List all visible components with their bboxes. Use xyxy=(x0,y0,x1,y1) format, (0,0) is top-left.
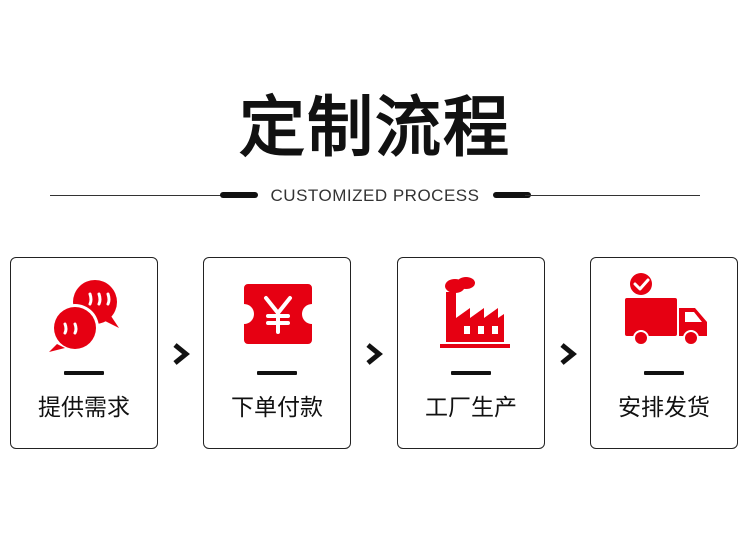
page-subtitle: CUSTOMIZED PROCESS xyxy=(270,186,480,205)
step-card-delivery: 安排发货 xyxy=(590,257,738,449)
page-title: 定制流程 xyxy=(239,89,511,166)
divider-bar-left xyxy=(220,192,258,198)
step-label: 安排发货 xyxy=(618,395,710,421)
step-label: 下单付款 xyxy=(231,395,323,421)
step-dash xyxy=(644,371,684,375)
chevron-right-icon xyxy=(558,342,578,366)
step-dash xyxy=(257,371,297,375)
divider-line-left xyxy=(50,195,226,196)
divider-bar-right xyxy=(493,192,531,198)
step-card-payment: 下单付款 xyxy=(203,257,351,449)
divider-line-right xyxy=(525,195,700,196)
step-card-requirements: 提供需求 xyxy=(10,257,158,449)
delivery-truck-icon xyxy=(615,272,715,356)
yuan-ticket-icon xyxy=(228,272,328,356)
factory-icon xyxy=(422,272,522,356)
step-dash xyxy=(64,371,104,375)
chevron-right-icon xyxy=(171,342,191,366)
chevron-right-icon xyxy=(364,342,384,366)
step-card-production: 工厂生产 xyxy=(397,257,545,449)
step-label: 提供需求 xyxy=(38,395,130,421)
step-label: 工厂生产 xyxy=(425,395,517,421)
chat-bubbles-icon xyxy=(35,272,135,356)
step-dash xyxy=(451,371,491,375)
